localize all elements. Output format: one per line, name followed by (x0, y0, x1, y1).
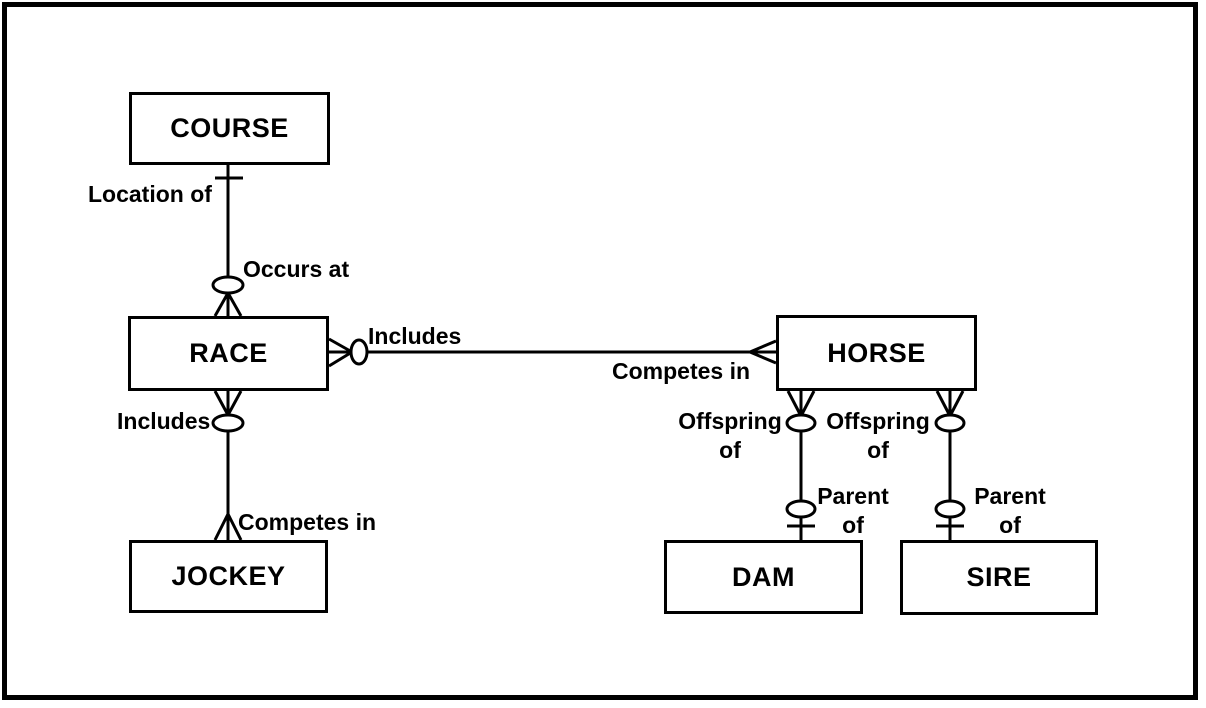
cardinality-circle-race-top (211, 275, 245, 295)
connector-horse-dam (785, 390, 817, 540)
label-parent-of-sire: Parent of (974, 483, 1046, 538)
entity-sire: SIRE (900, 540, 1098, 615)
label-occurs-at: Occurs at (243, 256, 350, 282)
connector-race-jockey (211, 390, 245, 541)
label-parent-of-dam: Parent of (817, 483, 889, 538)
entity-course-label: COURSE (170, 113, 289, 143)
entity-dam: DAM (664, 540, 863, 614)
entity-course: COURSE (129, 92, 330, 165)
cardinality-circle-race-right (349, 338, 369, 366)
crow-foot-race-top (213, 292, 230, 317)
entity-race: RACE (128, 316, 329, 391)
cardinality-circle-sire (934, 499, 966, 519)
label-competes-in-horse: Competes in (612, 358, 751, 384)
connector-race-horse (328, 337, 777, 368)
entity-sire-label: SIRE (966, 562, 1032, 592)
label-location-of: Location of (88, 181, 212, 207)
entity-jockey: JOCKEY (129, 540, 328, 613)
entity-horse-label: HORSE (827, 337, 926, 368)
label-includes-race-jockey: Includes (117, 408, 211, 434)
diagram-border (2, 2, 1198, 700)
crow-foot-horse-left (749, 339, 777, 354)
cardinality-circle-horse-sire (934, 413, 966, 433)
cardinality-circle-dam (785, 499, 817, 519)
crow-foot-race-right (328, 337, 353, 354)
cardinality-circle-race-bottom (211, 413, 245, 433)
crow-foot-horse-bottom-left (786, 390, 803, 417)
connector-course-race (211, 165, 245, 317)
label-offspring-of-dam: Offspring of (678, 408, 782, 463)
label-offspring-of-sire: Offspring of (826, 408, 930, 463)
label-includes-race-horse: Includes (368, 323, 462, 349)
crow-foot-race-bottom (213, 390, 230, 416)
crow-foot-horse-bottom-right (935, 390, 952, 417)
connector-horse-sire (934, 390, 966, 540)
crow-foot-jockey-top (213, 513, 230, 541)
cardinality-circle-horse-dam (785, 413, 817, 433)
entity-race-label: RACE (189, 338, 268, 368)
entity-dam-label: DAM (732, 561, 795, 592)
entity-horse: HORSE (776, 315, 977, 391)
entity-jockey-label: JOCKEY (171, 561, 286, 591)
label-competes-in-jockey: Competes in (238, 509, 377, 535)
